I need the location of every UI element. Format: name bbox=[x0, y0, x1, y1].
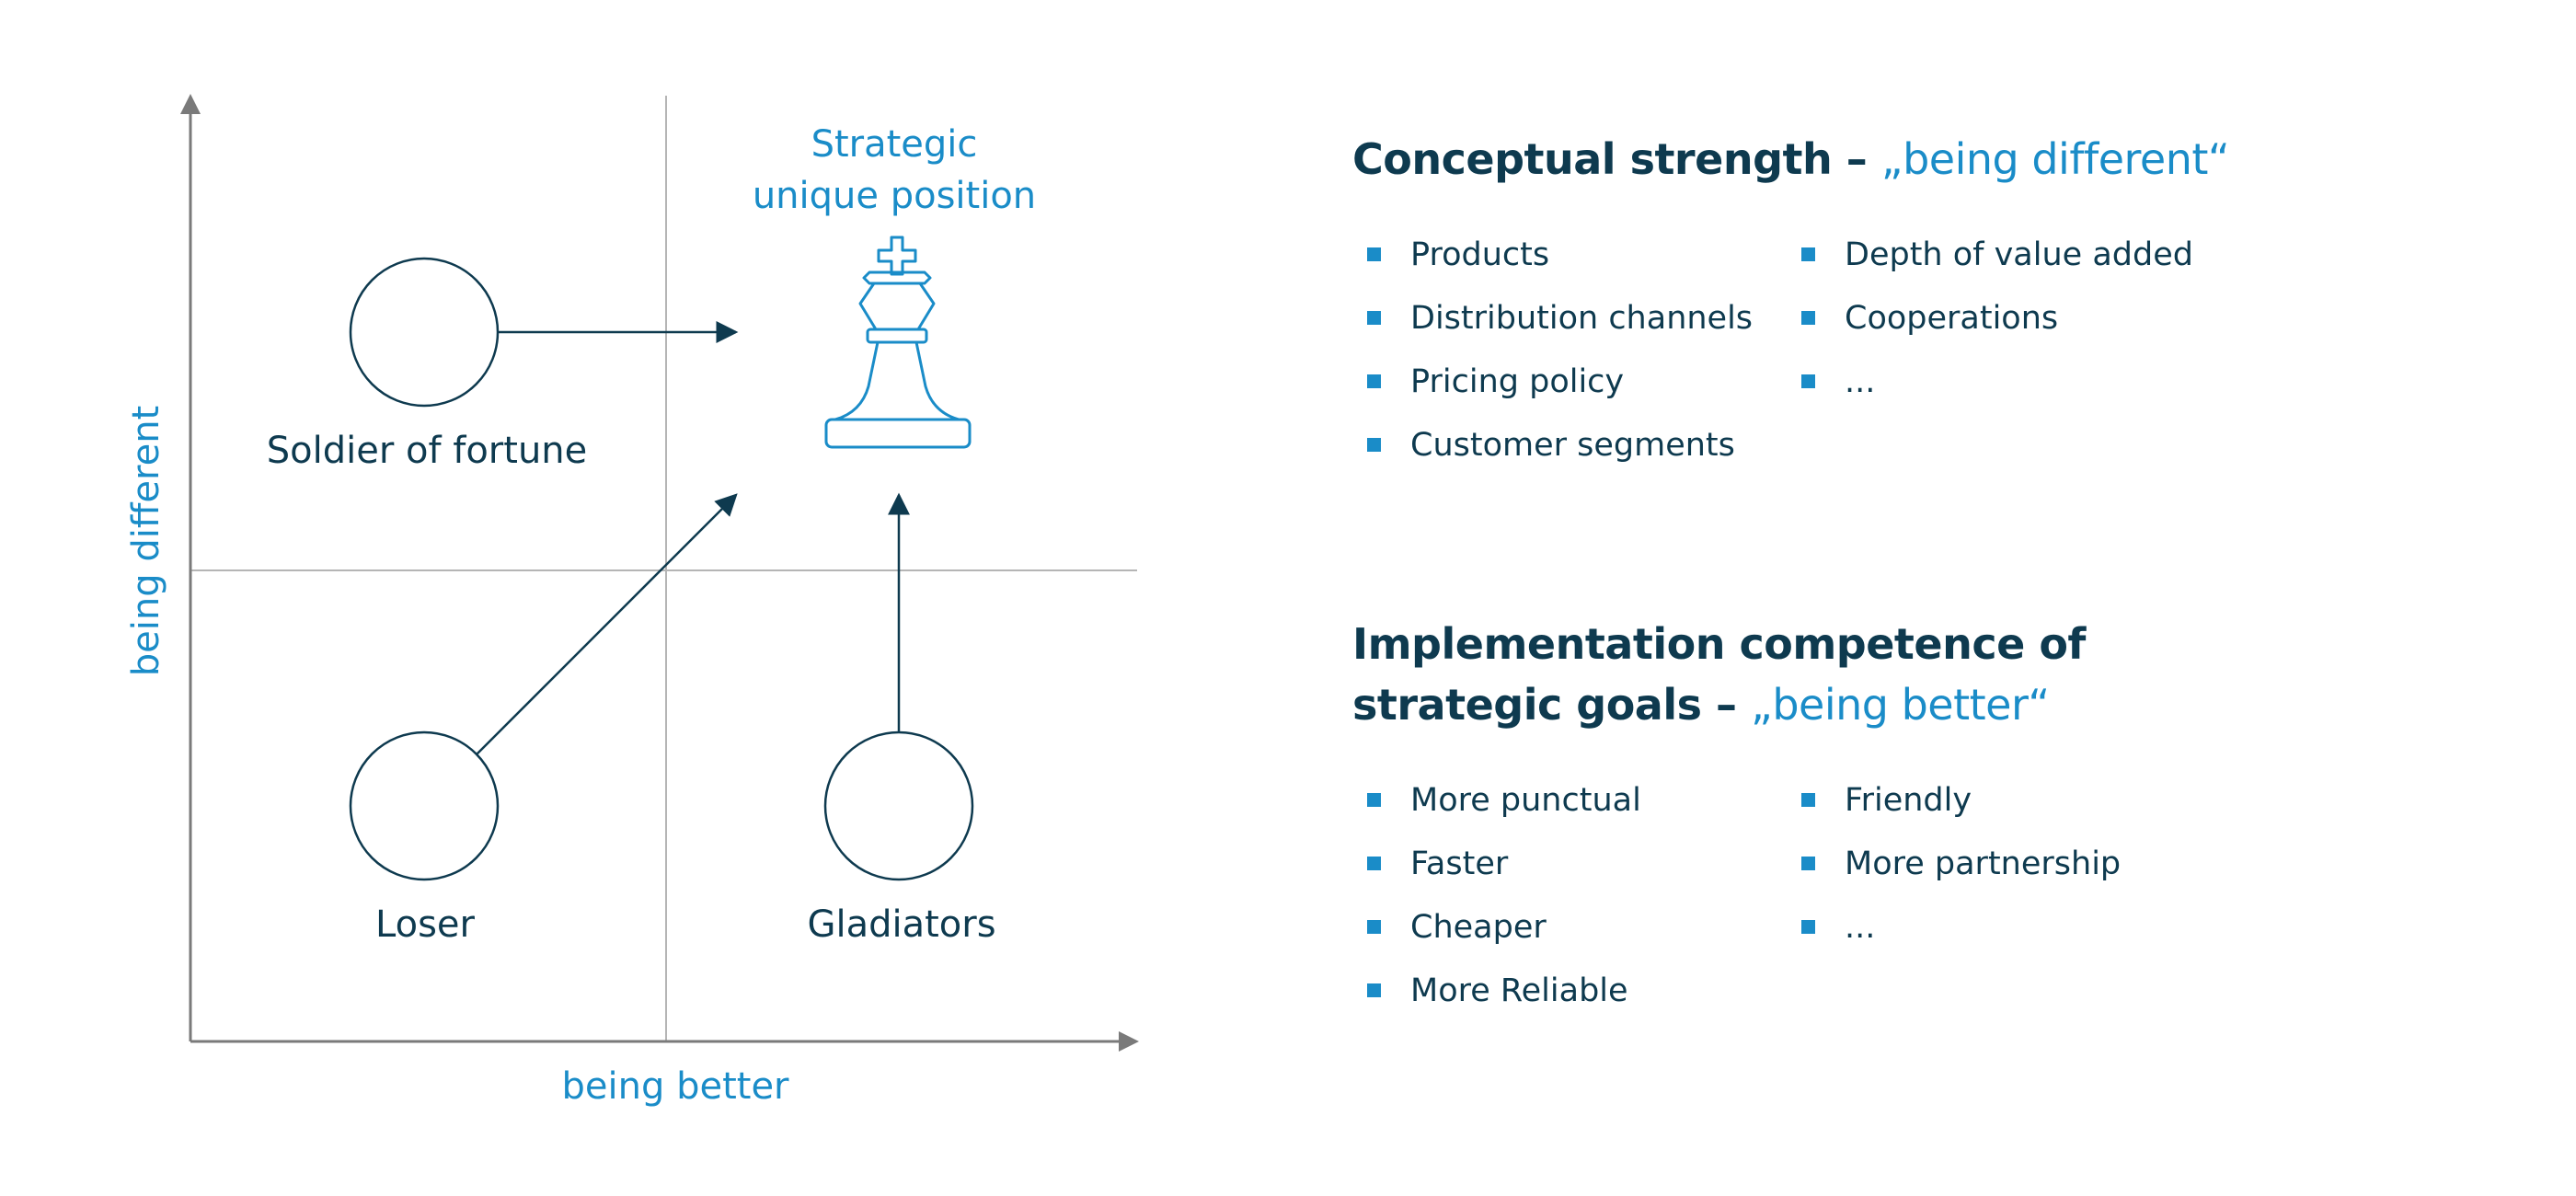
implementation-title-main: strategic goals – bbox=[1352, 680, 1752, 730]
list-item-label: Products bbox=[1410, 236, 1550, 273]
list-item: More Reliable bbox=[1352, 959, 1787, 1022]
square-bullet-icon bbox=[1367, 247, 1381, 261]
conceptual-title-main: Conceptual strength – bbox=[1352, 134, 1881, 184]
soldier-of-fortune-label: Soldier of fortune bbox=[267, 430, 588, 472]
list-item-label: Friendly bbox=[1845, 781, 1972, 819]
implementation-title-line-1: Implementation competence of bbox=[1352, 619, 2086, 669]
list-item: Pricing policy bbox=[1352, 350, 1787, 413]
conceptual-title-accent: „being different“ bbox=[1880, 134, 2230, 184]
x-axis-label: being better bbox=[562, 1065, 790, 1108]
square-bullet-icon bbox=[1367, 793, 1381, 807]
y-axis-arrowhead bbox=[180, 94, 201, 114]
loser-circle bbox=[349, 730, 500, 881]
loser-label: Loser bbox=[375, 903, 476, 946]
implementation-title-accent: „being better“ bbox=[1751, 680, 2050, 730]
conceptual-lists: Products Distribution channels Pricing p… bbox=[1352, 223, 2456, 477]
square-bullet-icon bbox=[1801, 793, 1815, 807]
list-item: Customer segments bbox=[1352, 413, 1787, 477]
square-bullet-icon bbox=[1801, 247, 1815, 261]
list-item: More partnership bbox=[1787, 832, 2121, 895]
list-item-label: Cheaper bbox=[1410, 908, 1547, 946]
implementation-right-list: Friendly More partnership ... bbox=[1787, 768, 2121, 1022]
gladiators-circle bbox=[823, 730, 974, 881]
list-item-label: Faster bbox=[1410, 845, 1509, 882]
soldier-of-fortune-circle bbox=[349, 257, 500, 408]
target-label-line-2: unique position bbox=[753, 175, 1036, 217]
square-bullet-icon bbox=[1801, 920, 1815, 934]
list-item: ... bbox=[1787, 350, 2193, 413]
x-axis-arrowhead bbox=[1119, 1031, 1139, 1052]
list-item: Cheaper bbox=[1352, 895, 1787, 959]
list-item-label: ... bbox=[1845, 362, 1876, 400]
square-bullet-icon bbox=[1367, 920, 1381, 934]
implementation-competence-section: Implementation competence of strategic g… bbox=[1352, 614, 2456, 1022]
conceptual-strength-heading: Conceptual strength – „being different“ bbox=[1352, 129, 2456, 190]
square-bullet-icon bbox=[1801, 311, 1815, 325]
arrow-loser-to-target bbox=[476, 493, 738, 755]
list-item: Depth of value added bbox=[1787, 223, 2193, 286]
list-item: Cooperations bbox=[1787, 286, 2193, 350]
gladiators-label: Gladiators bbox=[807, 903, 995, 946]
conceptual-strength-section: Conceptual strength – „being different“ … bbox=[1352, 129, 2456, 477]
implementation-left-list: More punctual Faster Cheaper More Reliab… bbox=[1352, 768, 1787, 1022]
list-item: Faster bbox=[1352, 832, 1787, 895]
strategy-matrix-diagram: being different being better Strategic u… bbox=[125, 94, 1139, 1108]
list-item: More punctual bbox=[1352, 768, 1787, 832]
square-bullet-icon bbox=[1367, 374, 1381, 388]
list-item-label: Customer segments bbox=[1410, 426, 1735, 464]
list-item-label: More partnership bbox=[1845, 845, 2122, 882]
list-item-label: More Reliable bbox=[1410, 972, 1628, 1009]
list-item: Friendly bbox=[1787, 768, 2121, 832]
square-bullet-icon bbox=[1801, 374, 1815, 388]
list-item: Products bbox=[1352, 223, 1787, 286]
square-bullet-icon bbox=[1801, 857, 1815, 870]
list-item: ... bbox=[1787, 895, 2121, 959]
square-bullet-icon bbox=[1367, 857, 1381, 870]
list-item-label: Distribution channels bbox=[1410, 299, 1754, 337]
implementation-lists: More punctual Faster Cheaper More Reliab… bbox=[1352, 768, 2456, 1022]
y-axis-label: being different bbox=[125, 406, 167, 676]
list-item-label: Cooperations bbox=[1845, 299, 2059, 337]
list-item-label: Depth of value added bbox=[1845, 236, 2193, 273]
list-item-label: More punctual bbox=[1410, 781, 1641, 819]
list-item: Distribution channels bbox=[1352, 286, 1787, 350]
conceptual-left-list: Products Distribution channels Pricing p… bbox=[1352, 223, 1787, 477]
list-item-label: ... bbox=[1845, 908, 1876, 946]
conceptual-right-list: Depth of value added Cooperations ... bbox=[1787, 223, 2193, 477]
square-bullet-icon bbox=[1367, 438, 1381, 452]
list-item-label: Pricing policy bbox=[1410, 362, 1625, 400]
implementation-competence-heading: Implementation competence of strategic g… bbox=[1352, 614, 2456, 735]
square-bullet-icon bbox=[1367, 311, 1381, 325]
square-bullet-icon bbox=[1367, 983, 1381, 997]
chess-king-icon bbox=[824, 236, 972, 449]
target-label-line-1: Strategic bbox=[811, 123, 978, 166]
